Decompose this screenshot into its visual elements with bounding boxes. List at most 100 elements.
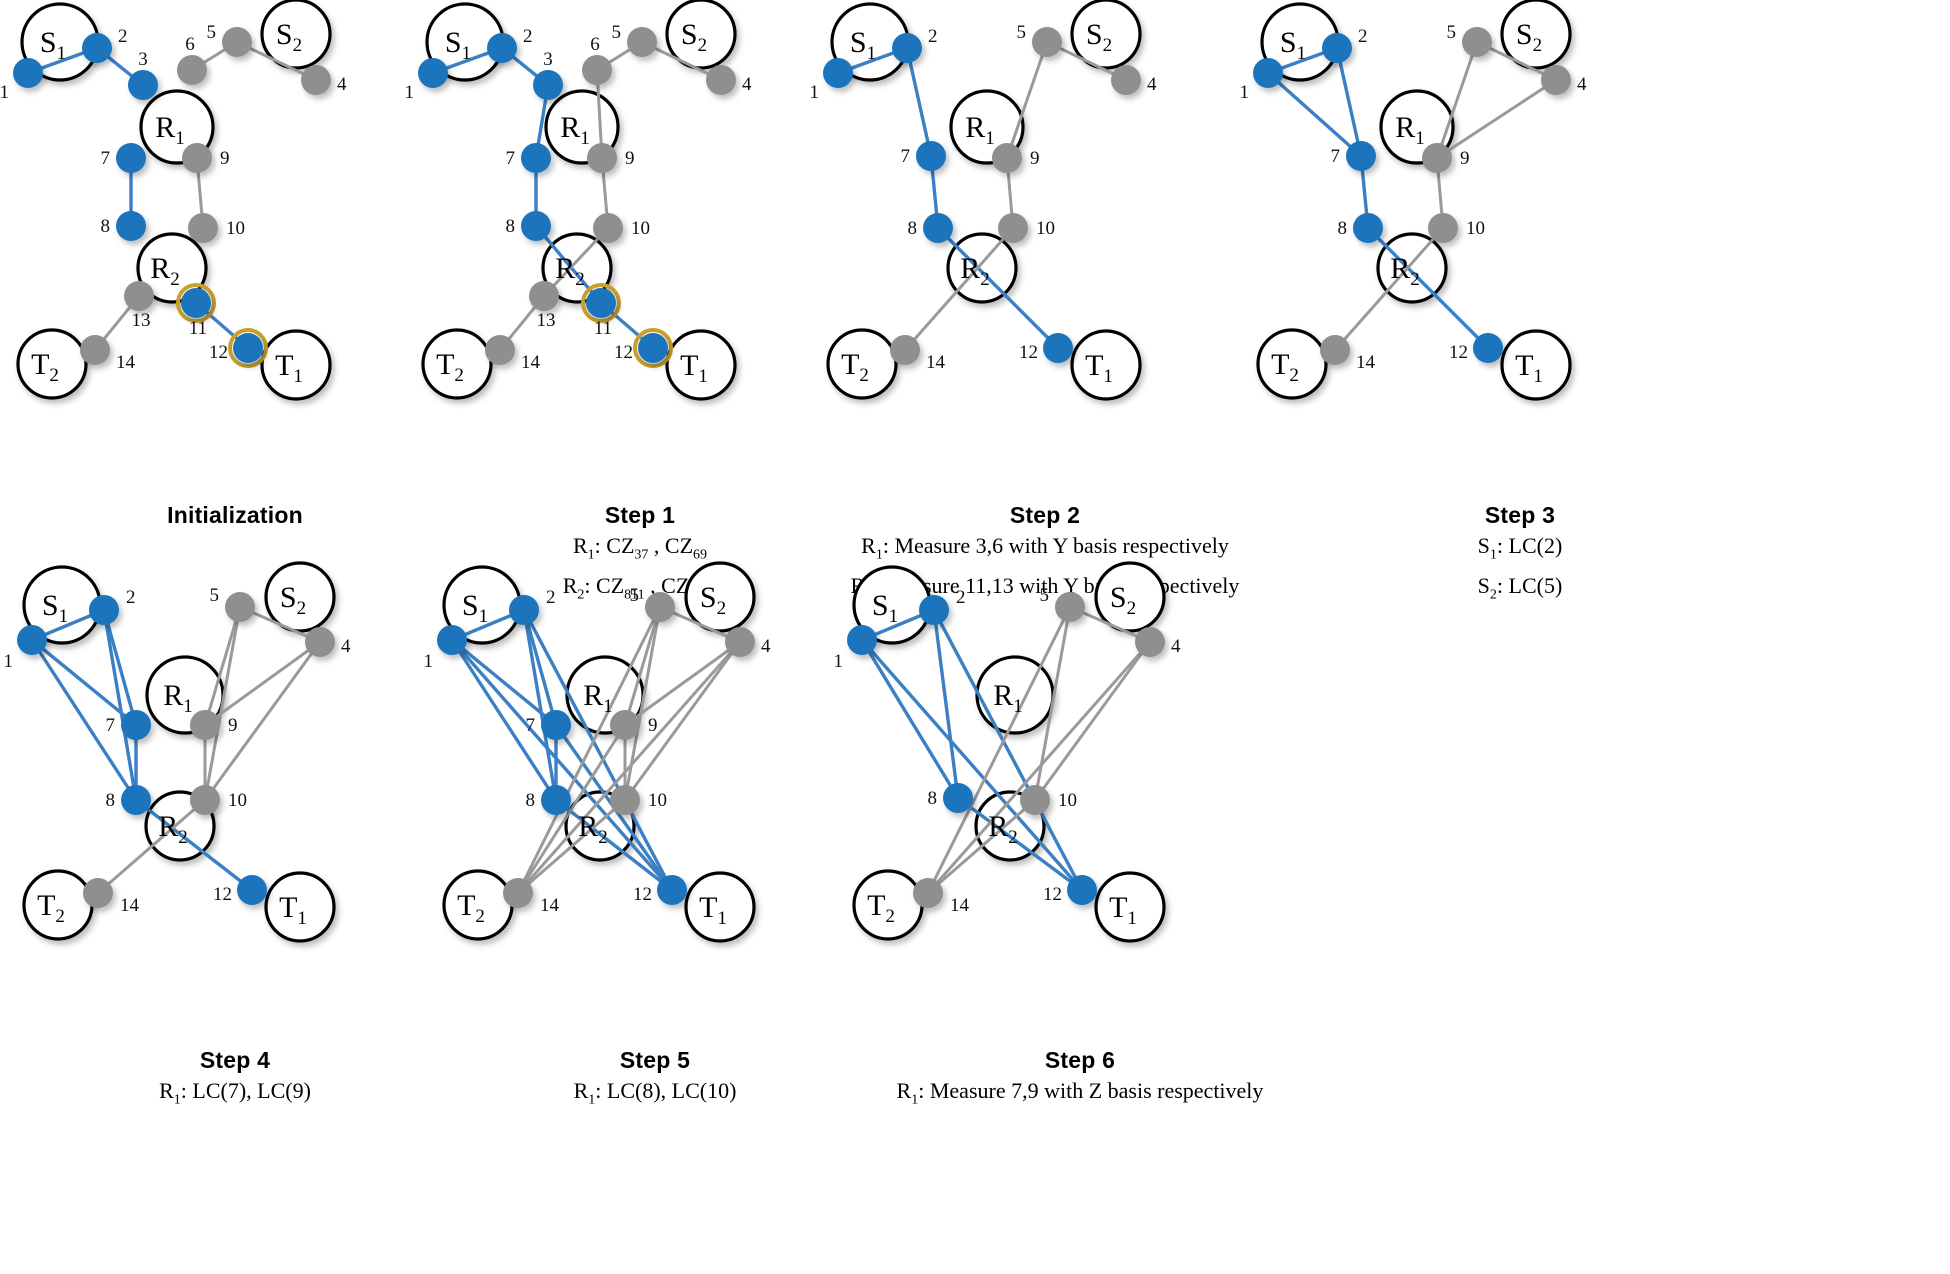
- qubit-node-5[interactable]: [645, 592, 675, 622]
- qubit-node-1[interactable]: [847, 625, 877, 655]
- qubit-node-7[interactable]: [1346, 141, 1376, 171]
- qubit-node-6[interactable]: [582, 55, 612, 85]
- qubit-node-8[interactable]: [121, 785, 151, 815]
- qubit-node-13[interactable]: [124, 281, 154, 311]
- qubit-node-12[interactable]: [237, 875, 267, 905]
- hub-label-r1: R1: [993, 679, 1023, 717]
- qubit-node-1[interactable]: [437, 625, 467, 655]
- qubit-node-7[interactable]: [916, 141, 946, 171]
- qubit-node-8[interactable]: [116, 211, 146, 241]
- qubit-node-8[interactable]: [943, 783, 973, 813]
- qubit-node-5[interactable]: [1032, 27, 1062, 57]
- hub-label-s2: S2: [1110, 581, 1136, 619]
- qubit-node-12[interactable]: [638, 333, 668, 363]
- hub-circle-s2: [1094, 561, 1166, 633]
- qubit-node-9[interactable]: [1422, 143, 1452, 173]
- qubit-label-9: 9: [220, 148, 230, 169]
- qubit-node-4[interactable]: [706, 65, 736, 95]
- caption-line-step3-0: S1: LC(2): [1477, 533, 1563, 563]
- caption-line-step6-0: R1: Measure 7,9 with Z basis respectivel…: [896, 1078, 1264, 1108]
- qubit-node-2[interactable]: [82, 33, 112, 63]
- hub-label-t2: T2: [31, 348, 59, 386]
- qubit-node-14[interactable]: [485, 335, 515, 365]
- qubit-node-9[interactable]: [992, 143, 1022, 173]
- qubit-label-11: 11: [594, 318, 612, 339]
- qubit-node-12[interactable]: [1473, 333, 1503, 363]
- qubit-node-9[interactable]: [610, 710, 640, 740]
- hub-circle-t1: [684, 871, 756, 943]
- hub-circle-t2: [442, 869, 514, 941]
- qubit-node-7[interactable]: [541, 710, 571, 740]
- qubit-node-4[interactable]: [301, 65, 331, 95]
- hub-label-s1: S1: [850, 26, 876, 64]
- qubit-node-7[interactable]: [121, 710, 151, 740]
- qubit-node-11[interactable]: [181, 288, 211, 318]
- edge-1-7: [450, 638, 558, 727]
- qubit-node-1[interactable]: [17, 625, 47, 655]
- qubit-node-10[interactable]: [188, 213, 218, 243]
- qubit-node-14[interactable]: [83, 878, 113, 908]
- qubit-label-9: 9: [228, 715, 238, 736]
- qubit-node-4[interactable]: [1111, 65, 1141, 95]
- qubit-node-5[interactable]: [627, 27, 657, 57]
- qubit-node-10[interactable]: [998, 213, 1028, 243]
- qubit-label-2: 2: [1358, 26, 1368, 47]
- qubit-node-4[interactable]: [1541, 65, 1571, 95]
- qubit-node-12[interactable]: [233, 333, 263, 363]
- qubit-node-8[interactable]: [1353, 213, 1383, 243]
- qubit-node-12[interactable]: [1067, 875, 1097, 905]
- qubit-node-2[interactable]: [89, 595, 119, 625]
- qubit-node-4[interactable]: [725, 627, 755, 657]
- qubit-node-10[interactable]: [1020, 785, 1050, 815]
- qubit-node-5[interactable]: [1462, 27, 1492, 57]
- qubit-node-2[interactable]: [892, 33, 922, 63]
- qubit-node-4[interactable]: [1135, 627, 1165, 657]
- qubit-node-10[interactable]: [593, 213, 623, 243]
- qubit-node-12[interactable]: [657, 875, 687, 905]
- qubit-node-8[interactable]: [541, 785, 571, 815]
- qubit-node-2[interactable]: [919, 595, 949, 625]
- hub-label-s2: S2: [700, 581, 726, 619]
- qubit-node-14[interactable]: [80, 335, 110, 365]
- qubit-node-10[interactable]: [610, 785, 640, 815]
- qubit-node-14[interactable]: [913, 878, 943, 908]
- qubit-node-5[interactable]: [225, 592, 255, 622]
- caption-line-step2-0: R1: Measure 3,6 with Y basis respectivel…: [861, 533, 1229, 563]
- qubit-node-10[interactable]: [190, 785, 220, 815]
- qubit-label-5: 5: [630, 585, 640, 606]
- qubit-node-9[interactable]: [587, 143, 617, 173]
- qubit-node-9[interactable]: [182, 143, 212, 173]
- qubit-node-7[interactable]: [116, 143, 146, 173]
- qubit-node-7[interactable]: [521, 143, 551, 173]
- qubit-node-10[interactable]: [1428, 213, 1458, 243]
- qubit-node-2[interactable]: [509, 595, 539, 625]
- qubit-node-9[interactable]: [190, 710, 220, 740]
- qubit-node-14[interactable]: [503, 878, 533, 908]
- edge-10-14: [903, 226, 1015, 352]
- qubit-node-6[interactable]: [177, 55, 207, 85]
- qubit-node-13[interactable]: [529, 281, 559, 311]
- qubit-node-8[interactable]: [521, 211, 551, 241]
- qubit-node-5[interactable]: [222, 27, 252, 57]
- qubit-node-11[interactable]: [586, 288, 616, 318]
- qubit-node-3[interactable]: [533, 70, 563, 100]
- qubit-node-1[interactable]: [823, 58, 853, 88]
- qubit-node-5[interactable]: [1055, 592, 1085, 622]
- caption-line-step1-0: R1: CZ37 , CZ69: [572, 533, 708, 563]
- qubit-node-12[interactable]: [1043, 333, 1073, 363]
- qubit-node-1[interactable]: [1253, 58, 1283, 88]
- qubit-node-3[interactable]: [128, 70, 158, 100]
- qubit-node-14[interactable]: [890, 335, 920, 365]
- qubit-node-2[interactable]: [487, 33, 517, 63]
- qubit-node-14[interactable]: [1320, 335, 1350, 365]
- qubit-node-2[interactable]: [1322, 33, 1352, 63]
- qubit-node-4[interactable]: [305, 627, 335, 657]
- qubit-node-1[interactable]: [418, 58, 448, 88]
- highlight-ring-11: [176, 283, 216, 323]
- qubit-node-8[interactable]: [923, 213, 953, 243]
- qubit-node-1[interactable]: [13, 58, 43, 88]
- qubit-label-4: 4: [1147, 74, 1157, 95]
- hub-circle-s2: [264, 561, 336, 633]
